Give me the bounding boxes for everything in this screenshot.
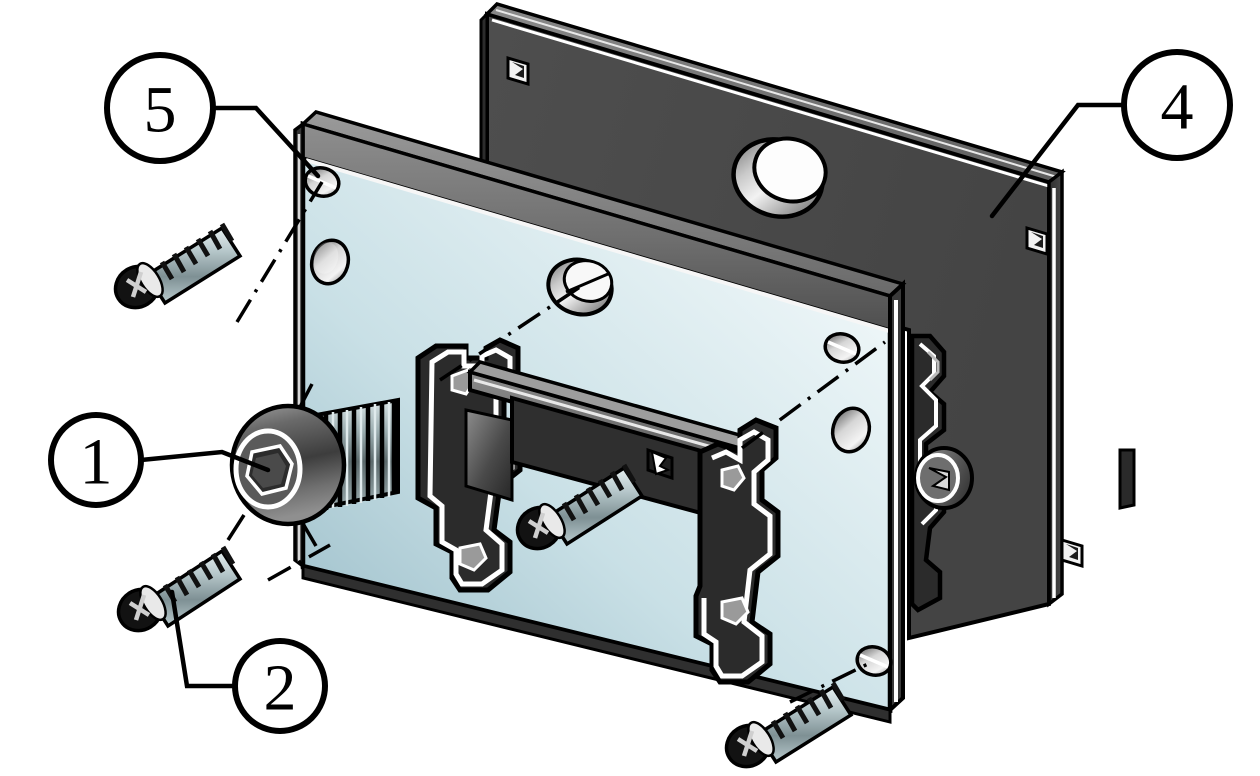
centerline-bottom-right <box>789 659 875 704</box>
leader-line-1 <box>138 449 271 473</box>
callout-label-4: 4 <box>1161 71 1194 144</box>
callout-leaders <box>138 102 1127 689</box>
phillips-pan-head-screw-center <box>515 463 645 551</box>
back-plate-marker <box>1060 537 1084 569</box>
callout-bubble-2[interactable]: 2 <box>232 638 328 734</box>
back-plate-marker <box>1025 225 1049 257</box>
back-plate-bore <box>731 136 828 219</box>
leader-line-5 <box>210 105 321 179</box>
back-plate-marker <box>506 55 530 87</box>
din-rail-clip-front <box>415 337 781 685</box>
callout-label-2: 2 <box>264 652 297 725</box>
centerline-lower-left <box>267 543 331 582</box>
front-plate-hole-mid-left <box>309 238 351 286</box>
front-plate-hole-bottom-right <box>855 644 893 678</box>
leader-line-2 <box>169 589 238 689</box>
callout-label-5: 5 <box>144 74 177 147</box>
callout-bubble-4[interactable]: 4 <box>1121 49 1233 161</box>
callout-bubble-1[interactable]: 1 <box>48 412 144 508</box>
centerline-center <box>439 285 581 382</box>
rear-boss-knob <box>914 446 974 510</box>
front-plate-hole-right-lower <box>830 406 872 454</box>
assembly-centerlines <box>235 181 887 704</box>
leader-line-4 <box>989 102 1127 219</box>
front-plate-hole-right-upper <box>823 331 861 365</box>
centerline-right <box>740 340 887 450</box>
callout-bubble-5[interactable]: 5 <box>104 52 216 164</box>
callout-label-1: 1 <box>80 426 113 499</box>
back-mounting-plate <box>479 2 1136 641</box>
phillips-pan-head-screw-top <box>113 222 243 310</box>
phillips-pan-head-screw-bottom-right <box>724 681 854 769</box>
